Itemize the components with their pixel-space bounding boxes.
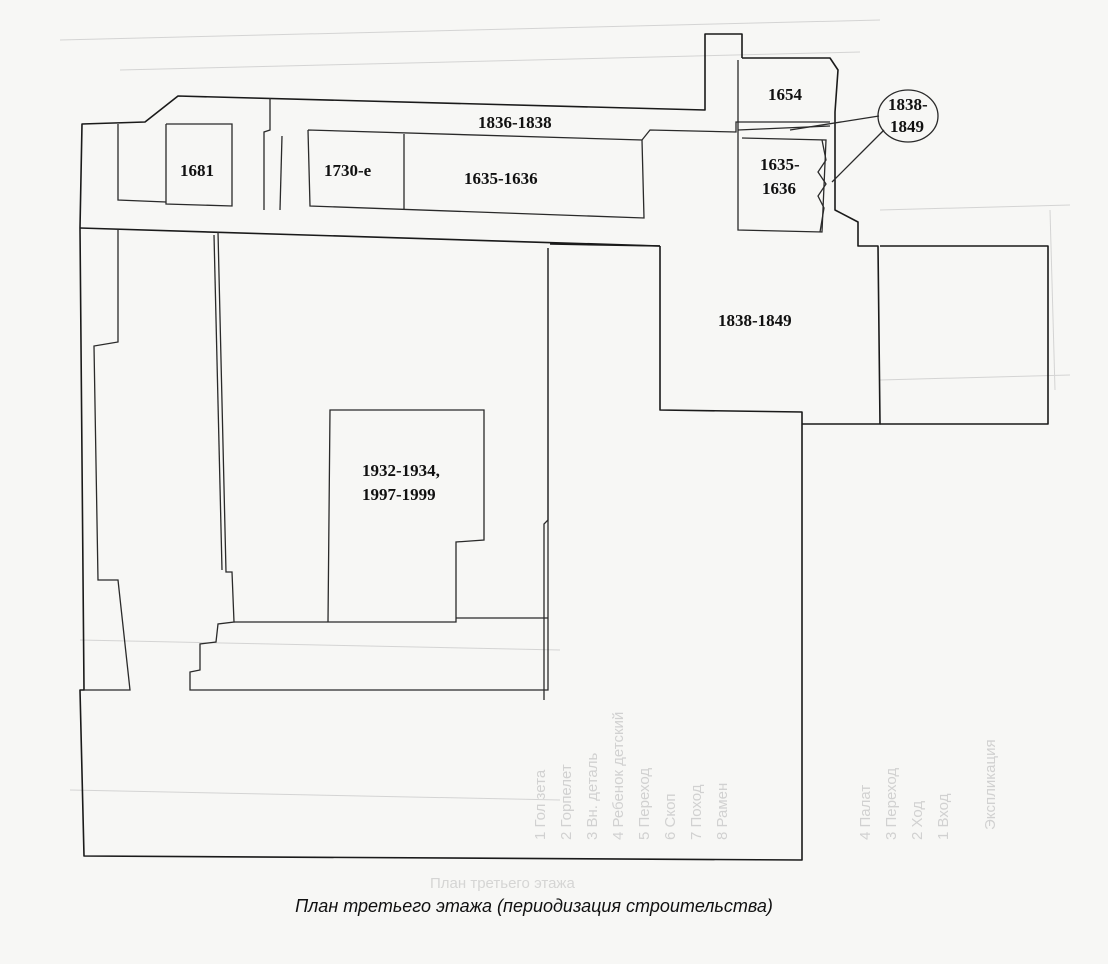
callout-leader-1: [789, 115, 880, 131]
room-1730-label: 1730-е: [324, 161, 372, 180]
svg-text:Экспликация: Экспликация: [982, 739, 999, 830]
svg-text:1 Гол зета: 1 Гол зета: [532, 769, 549, 840]
callout-leader-2: [831, 129, 885, 183]
room-1838-1849-label: 1838-1849: [718, 311, 792, 330]
svg-text:4 Палат: 4 Палат: [857, 785, 874, 840]
room-labels: 1681 1730-е 1836-1838 1635-1636 1654 163…: [180, 85, 928, 504]
room-1836-1838-label: 1836-1838: [478, 113, 552, 132]
room-1654-label: 1654: [768, 85, 803, 104]
building-outline: [79, 33, 1049, 861]
svg-text:7 Поход: 7 Поход: [688, 784, 705, 840]
svg-text:5 Переход: 5 Переход: [636, 768, 653, 840]
bleed-through-marks: 1 Гол зета 2 Горпелет 3 Вн. деталь 4 Реб…: [59, 19, 1071, 892]
svg-text:2 Ход: 2 Ход: [909, 801, 926, 840]
svg-text:8 Рамен: 8 Рамен: [714, 783, 731, 840]
room-1635-east-label-line1: 1635-: [760, 155, 800, 174]
svg-text:2 Горпелет: 2 Горпелет: [558, 764, 575, 840]
svg-text:План третьего этажа: План третьего этажа: [430, 875, 575, 892]
svg-text:3 Вн. деталь: 3 Вн. деталь: [584, 752, 601, 840]
svg-text:3 Переход: 3 Переход: [883, 768, 900, 840]
interior-walls: [84, 60, 939, 700]
svg-text:6 Скоп: 6 Скоп: [662, 793, 679, 840]
svg-text:1 Вход: 1 Вход: [935, 793, 952, 840]
room-1635-east-label-line2: 1636: [762, 179, 796, 198]
svg-text:4 Ребенок детский: 4 Ребенок детский: [610, 712, 627, 840]
plan-caption: План третьего этажа (периодизация строит…: [295, 896, 773, 916]
callout-label-line2: 1849: [890, 117, 924, 136]
callout-label-line1: 1838-: [888, 95, 928, 114]
room-1932-label-line1: 1932-1934,: [362, 461, 440, 480]
room-1681-label: 1681: [180, 161, 214, 180]
room-1932-label-line2: 1997-1999: [362, 485, 436, 504]
room-1635-1636-label: 1635-1636: [464, 169, 538, 188]
